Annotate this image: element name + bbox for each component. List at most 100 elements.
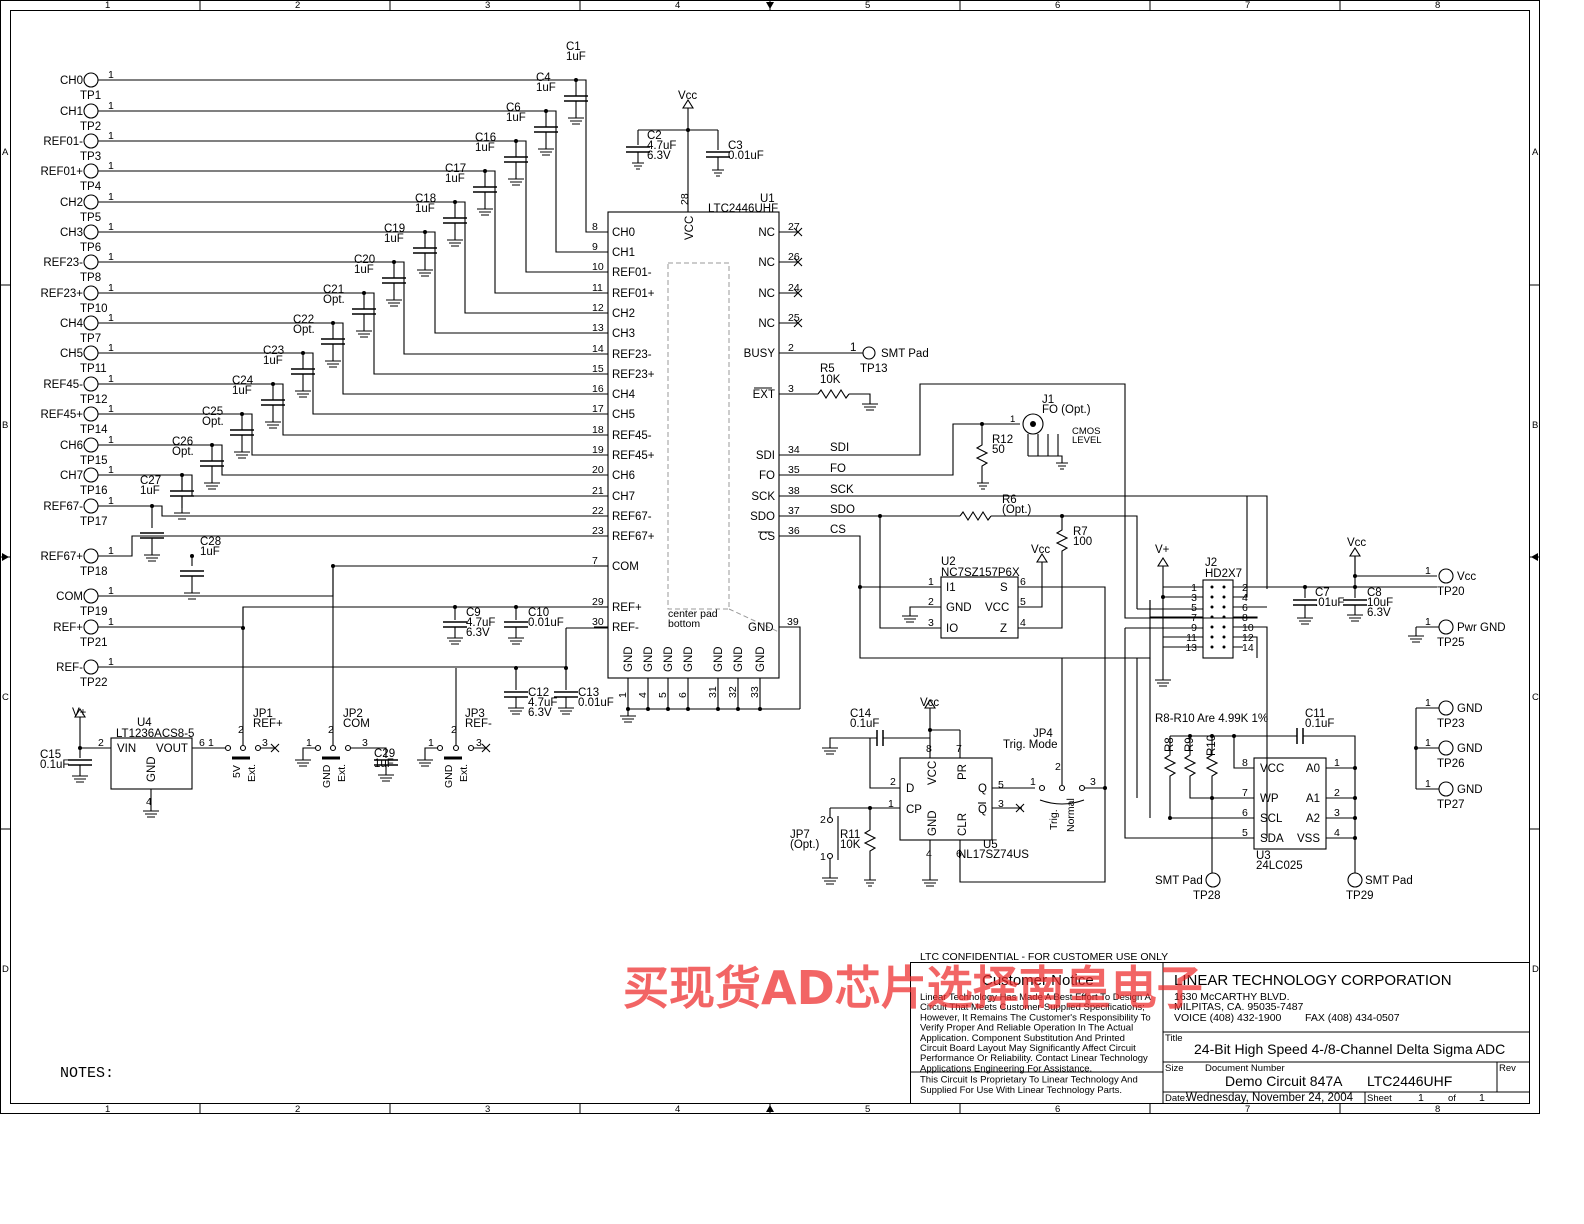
test-point-pin: 1: [108, 342, 114, 354]
junction: [483, 169, 487, 173]
r12-val: 50: [992, 444, 1005, 456]
col-1-top: 1: [105, 0, 110, 11]
input-trace: [98, 201, 608, 314]
u1-pin-number: 17: [592, 403, 604, 415]
test-point-pin: 1: [108, 464, 114, 476]
test-point-net-label: CH3: [60, 227, 83, 239]
test-point-id: TP4: [80, 181, 102, 193]
u1-pin-number: 13: [592, 322, 604, 334]
r9-ref: R9: [1184, 737, 1196, 752]
junction: [331, 321, 335, 325]
jp4-trigger-mode: 123 JP4 Trig. Mode Trig. Normal: [1003, 658, 1107, 832]
input-channel-section: CH0TP11CH1TP21REF01-TP31REF01+TP41CH2TP5…: [40, 41, 608, 689]
j2-pin-number: 5: [1191, 602, 1197, 614]
tb-docnum-label: Document Number: [1205, 1063, 1285, 1074]
jp1-ref: JP1: [253, 708, 273, 720]
col-8-top: 8: [1435, 0, 1440, 11]
test-point-net-label: CH2: [60, 197, 83, 209]
u1-gnd-pin: 6: [677, 692, 689, 698]
u1-pin-name: FO: [759, 470, 775, 482]
test-point-pin: 1: [108, 130, 114, 142]
j2-pin: [1210, 635, 1214, 639]
r6-val: (Opt.): [1002, 504, 1032, 516]
j2-pin: [1222, 585, 1226, 589]
net-cs: CS: [830, 524, 846, 536]
cap-value: 1uF: [475, 142, 495, 154]
u1-pin-number: 8: [592, 221, 598, 233]
j2-pin: [1210, 625, 1214, 629]
u1-pin-name: REF45+: [612, 450, 655, 462]
u1-pin-name: CH2: [612, 308, 635, 320]
u1-right-nets: 1 SMT Pad TP13 R5 10K SDI FO R12 50 J1 F…: [779, 342, 1268, 883]
cap-ref: C28: [200, 536, 221, 548]
j2-pin: [1210, 585, 1214, 589]
c2-ref: C2: [647, 130, 662, 142]
test-point-pin: 1: [108, 373, 114, 385]
cap-ref: C22: [293, 314, 314, 326]
u1-pin-name: REF23-: [612, 349, 652, 361]
svg-text:1: 1: [306, 737, 312, 749]
svg-text:2: 2: [238, 724, 244, 736]
test-point-net-label: REF01+: [40, 166, 83, 178]
test-point-id: TP8: [80, 272, 101, 284]
u3-pin-name: A1: [1306, 793, 1320, 805]
j1-ref: J1: [1042, 394, 1054, 406]
row-a-right: A: [1532, 147, 1539, 158]
cap-ref: C23: [263, 345, 284, 357]
r11-ref: R11: [840, 829, 860, 841]
test-point-net-label: CH6: [60, 440, 83, 452]
power-decoupling: Vcc C7 .01uF C8 10uF 6.3V 1 Vcc TP20 1 P…: [1293, 537, 1506, 811]
u1-gnd-label: GND: [713, 646, 725, 672]
cap-ref: C24: [232, 375, 254, 387]
u1-gnd-pin: 5: [657, 692, 669, 698]
input-cap-ground: [447, 234, 463, 247]
junction: [271, 382, 275, 386]
c10-val: 0.01uF: [528, 617, 564, 629]
test-point-pad: [83, 194, 99, 210]
svg-text:3: 3: [928, 617, 934, 629]
cap-ref: C4: [536, 72, 551, 84]
u1-gnd-pin: 32: [727, 686, 739, 698]
c27-ground: [144, 549, 160, 562]
c12-val1: 4.7uF: [528, 697, 557, 709]
test-point-pad: [83, 588, 99, 604]
tb-doc2: LTC2446UHF: [1367, 1073, 1452, 1089]
u1-pin-name: SCK: [751, 491, 775, 503]
tb-title: 24-Bit High Speed 4-/8-Channel Delta Sig…: [1194, 1041, 1505, 1057]
u1-pad-label: center pad: [668, 608, 718, 620]
svg-text:1: 1: [1425, 697, 1431, 709]
u1-gnd-label: GND: [755, 646, 767, 672]
u1-pin-39-name: GND: [748, 622, 774, 634]
test-point-id: TP15: [80, 455, 108, 467]
u1-pin-name: CH1: [612, 247, 635, 259]
u2-part: NC7SZ157P6X: [941, 567, 1020, 579]
test-point-pad: [83, 133, 99, 149]
u1-gnd-label: GND: [663, 646, 675, 672]
u5-pin-d: D: [906, 783, 914, 795]
input-cap-plates: [534, 126, 558, 133]
u1-pin-name: SDO: [750, 511, 775, 523]
input-cap-ground: [174, 507, 190, 520]
u1-gnd-pin: 4: [637, 692, 649, 698]
test-point-id: TP5: [80, 212, 101, 224]
u1-gnd-label: GND: [643, 646, 655, 672]
svg-text:1: 1: [1030, 776, 1036, 788]
input-cap-ground: [508, 173, 524, 186]
junction: [210, 443, 214, 447]
u1-pin-number: 25: [788, 312, 800, 324]
j2-pin-number: 13: [1185, 642, 1197, 654]
vcc-label-u5: Vcc: [920, 697, 939, 709]
u5-pin-vcc: VCC: [927, 761, 939, 785]
u1-overbar: [754, 387, 772, 533]
u1-pin-number: 26: [788, 251, 800, 263]
input-cap-ground: [568, 112, 584, 125]
tp29-smt: SMT Pad: [1365, 875, 1413, 887]
u3-pin-number: 6: [1242, 807, 1248, 819]
test-point-id: TP16: [80, 485, 108, 497]
u1-pin-name: REF01-: [612, 267, 652, 279]
input-cap-ground: [234, 446, 250, 459]
j2-pin: [1222, 605, 1226, 609]
tb-company: LINEAR TECHNOLOGY CORPORATION: [1174, 972, 1452, 989]
